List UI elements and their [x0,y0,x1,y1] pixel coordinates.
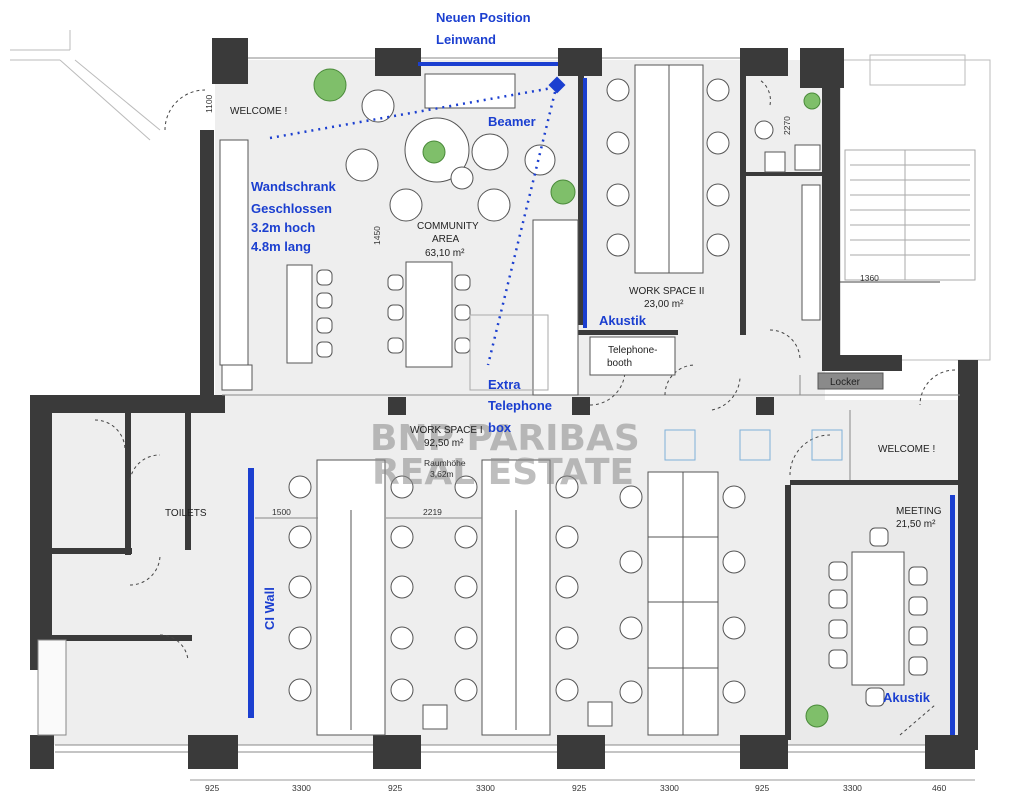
blue-marks [248,62,955,735]
cabinet-annotation-1: Wandschrank [251,179,337,194]
beamer-icon [548,76,566,94]
akustik-annotation-ws2: Akustik [599,313,647,328]
raumhoehe-1: Raumhöhe [424,458,466,468]
cabinet-annotation-2: Geschlossen [251,201,332,216]
watermark-line2: REAL ESTATE [372,452,634,493]
dim-1100: 1100 [204,94,214,113]
phonebooth-label-1: Telephone- [608,345,657,356]
dim-1360: 1360 [860,273,879,283]
bottom-dim-6: 925 [755,783,769,793]
cabinet-annotation-4: 4.8m lang [251,239,311,254]
screen-annotation-2: Leinwand [436,32,496,47]
meeting-label: MEETING [896,506,942,517]
community-label-1: COMMUNITY [417,221,479,232]
bottom-dim-3: 3300 [476,783,495,793]
ci-wall-bar [248,468,254,718]
bottom-dim-7: 3300 [843,783,862,793]
beamer-annotation: Beamer [488,114,536,129]
community-area: 63,10 m² [425,248,465,259]
akustik-wall-meeting [950,495,955,735]
door-swings [94,79,956,736]
cabinet-annotation-3: 3.2m hoch [251,220,315,235]
floor-areas [40,60,960,745]
toilets-label: TOILETS [165,508,207,519]
dim-1500: 1500 [272,507,291,517]
meeting-area: 21,50 m² [896,519,936,530]
ws1-area: 92,50 m² [424,438,464,449]
bottom-dim-4: 925 [572,783,586,793]
akustik-annotation-meeting: Akustik [883,690,931,705]
ci-wall-annotation: CI Wall [262,587,277,630]
telephone-annotation-1: Extra [488,377,521,392]
phonebooth-label-2: booth [607,358,632,369]
bottom-dim-5: 3300 [660,783,679,793]
exterior-lines [10,30,991,361]
workspace1-chairs [288,475,746,704]
bottom-dim-0: 925 [205,783,219,793]
walls [30,38,978,769]
dim-1450: 1450 [372,226,382,245]
screen-bar [418,62,558,66]
beamer-projection-line [269,86,553,140]
ws2-label: WORK SPACE II [629,286,704,297]
thin-lines [37,57,960,753]
locker-label: Locker [830,377,861,388]
staircase [840,149,976,283]
bottom-dim-1: 3300 [292,783,311,793]
workspace2-furniture [589,64,884,390]
screen-annotation-1: Neuen Position [436,10,531,25]
ws2-area: 23,00 m² [644,299,684,310]
telephone-path-line [486,91,557,366]
dim-2219: 2219 [423,507,442,517]
watermark-line1: BNP PARIBAS [370,418,640,459]
telephone-annotation-2: Telephone [488,398,552,413]
welcome-top-label: WELCOME ! [230,106,287,117]
bottom-dimensions: 925 3300 925 3300 925 3300 925 3300 460 [190,779,975,793]
community-chairs [316,269,471,358]
raumhoehe-2: 3,62m [430,469,454,479]
telephone-annotation-3: box [488,420,512,435]
welcome-right-label: WELCOME ! [878,444,935,455]
dim-2270: 2270 [782,116,792,135]
plants [313,68,829,728]
bottom-dim-2: 925 [388,783,402,793]
akustik-wall-ws2 [583,78,587,328]
community-label-2: AREA [432,234,460,245]
floor-markers [469,314,843,461]
bottom-dim-8: 460 [932,783,946,793]
ws1-label: WORK SPACE I [410,425,483,436]
workspace1-furniture [316,459,719,736]
meeting-furniture [828,527,928,707]
